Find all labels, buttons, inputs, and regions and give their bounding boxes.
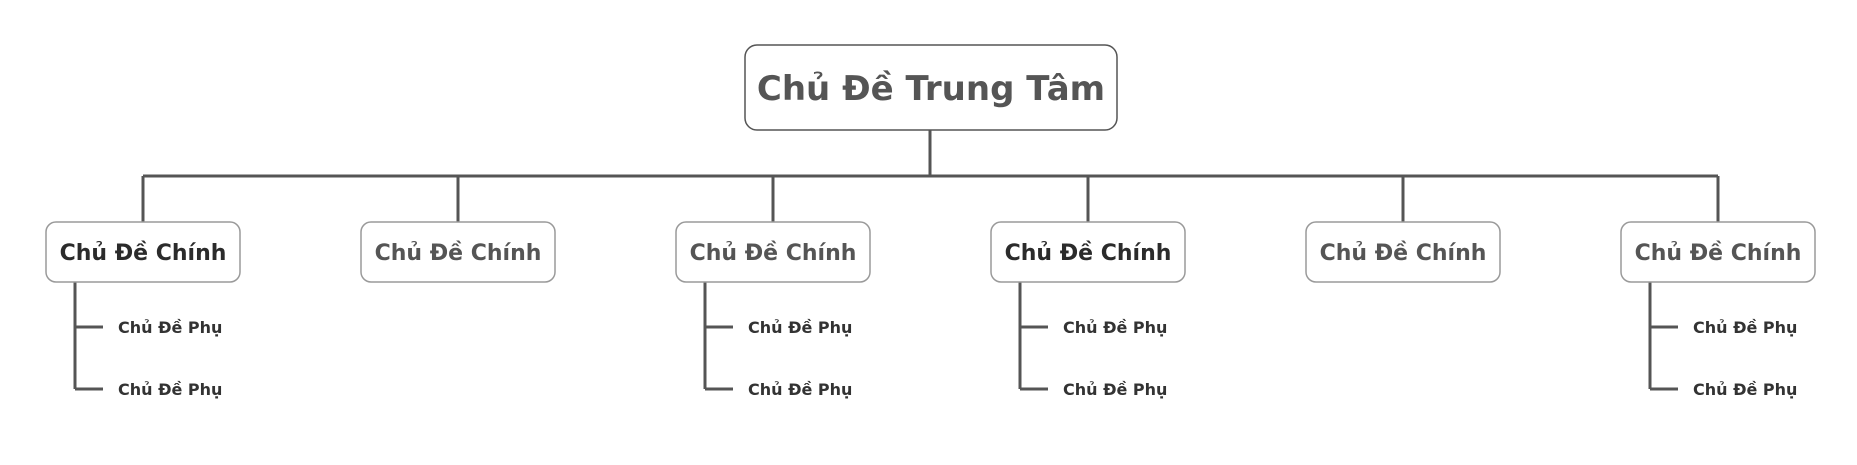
subtopics-branch-1: Chủ Đề Phụ Chủ Đề Phụ	[118, 318, 222, 399]
connectors	[73, 130, 1720, 391]
subtopic-label[interactable]: Chủ Đề Phụ	[748, 318, 852, 337]
subtopic-label[interactable]: Chủ Đề Phụ	[1063, 318, 1167, 337]
main-topic-node-4[interactable]: Chủ Đề Chính	[990, 221, 1186, 283]
subtopics-branch-6: Chủ Đề Phụ Chủ Đề Phụ	[1693, 318, 1797, 399]
subtopic-label[interactable]: Chủ Đề Phụ	[118, 318, 222, 337]
main-topic-box-1	[45, 221, 241, 283]
main-topic-label-6: Chủ Đề Chính	[1635, 241, 1802, 266]
central-topic-node[interactable]: Chủ Đề Trung Tâm	[744, 44, 1118, 131]
main-topic-box-4	[990, 221, 1186, 283]
main-topic-node-6[interactable]: Chủ Đề Chính	[1620, 221, 1816, 283]
main-topic-label-3: Chủ Đề Chính	[690, 241, 857, 266]
sub-connector-4	[1018, 282, 1048, 391]
sub-connector-6	[1648, 282, 1678, 391]
central-topic-box	[744, 44, 1118, 131]
main-topic-box-2	[360, 221, 556, 283]
subtopics-branch-4: Chủ Đề Phụ Chủ Đề Phụ	[1063, 318, 1167, 399]
main-topic-label-2: Chủ Đề Chính	[375, 241, 542, 266]
main-topic-label-5: Chủ Đề Chính	[1320, 241, 1487, 266]
main-topic-node-2[interactable]: Chủ Đề Chính	[360, 221, 556, 283]
subtopic-label[interactable]: Chủ Đề Phụ	[118, 380, 222, 399]
sub-connector-1	[73, 282, 103, 391]
subtopic-label[interactable]: Chủ Đề Phụ	[1063, 380, 1167, 399]
main-topic-label-1: Chủ Đề Chính	[60, 241, 227, 266]
subtopic-label[interactable]: Chủ Đề Phụ	[1693, 318, 1797, 337]
main-topic-node-3[interactable]: Chủ Đề Chính	[675, 221, 871, 283]
central-topic-label: Chủ Đề Trung Tâm	[757, 69, 1105, 109]
main-topic-box-5	[1305, 221, 1501, 283]
subtopic-label[interactable]: Chủ Đề Phụ	[1693, 380, 1797, 399]
main-topic-box-6	[1620, 221, 1816, 283]
main-topic-node-1[interactable]: Chủ Đề Chính	[45, 221, 241, 283]
main-topic-label-4: Chủ Đề Chính	[1005, 241, 1172, 266]
main-topic-box-3	[675, 221, 871, 283]
subtopics-branch-3: Chủ Đề Phụ Chủ Đề Phụ	[748, 318, 852, 399]
main-topic-node-5[interactable]: Chủ Đề Chính	[1305, 221, 1501, 283]
sub-connector-3	[703, 282, 733, 391]
subtopic-label[interactable]: Chủ Đề Phụ	[748, 380, 852, 399]
